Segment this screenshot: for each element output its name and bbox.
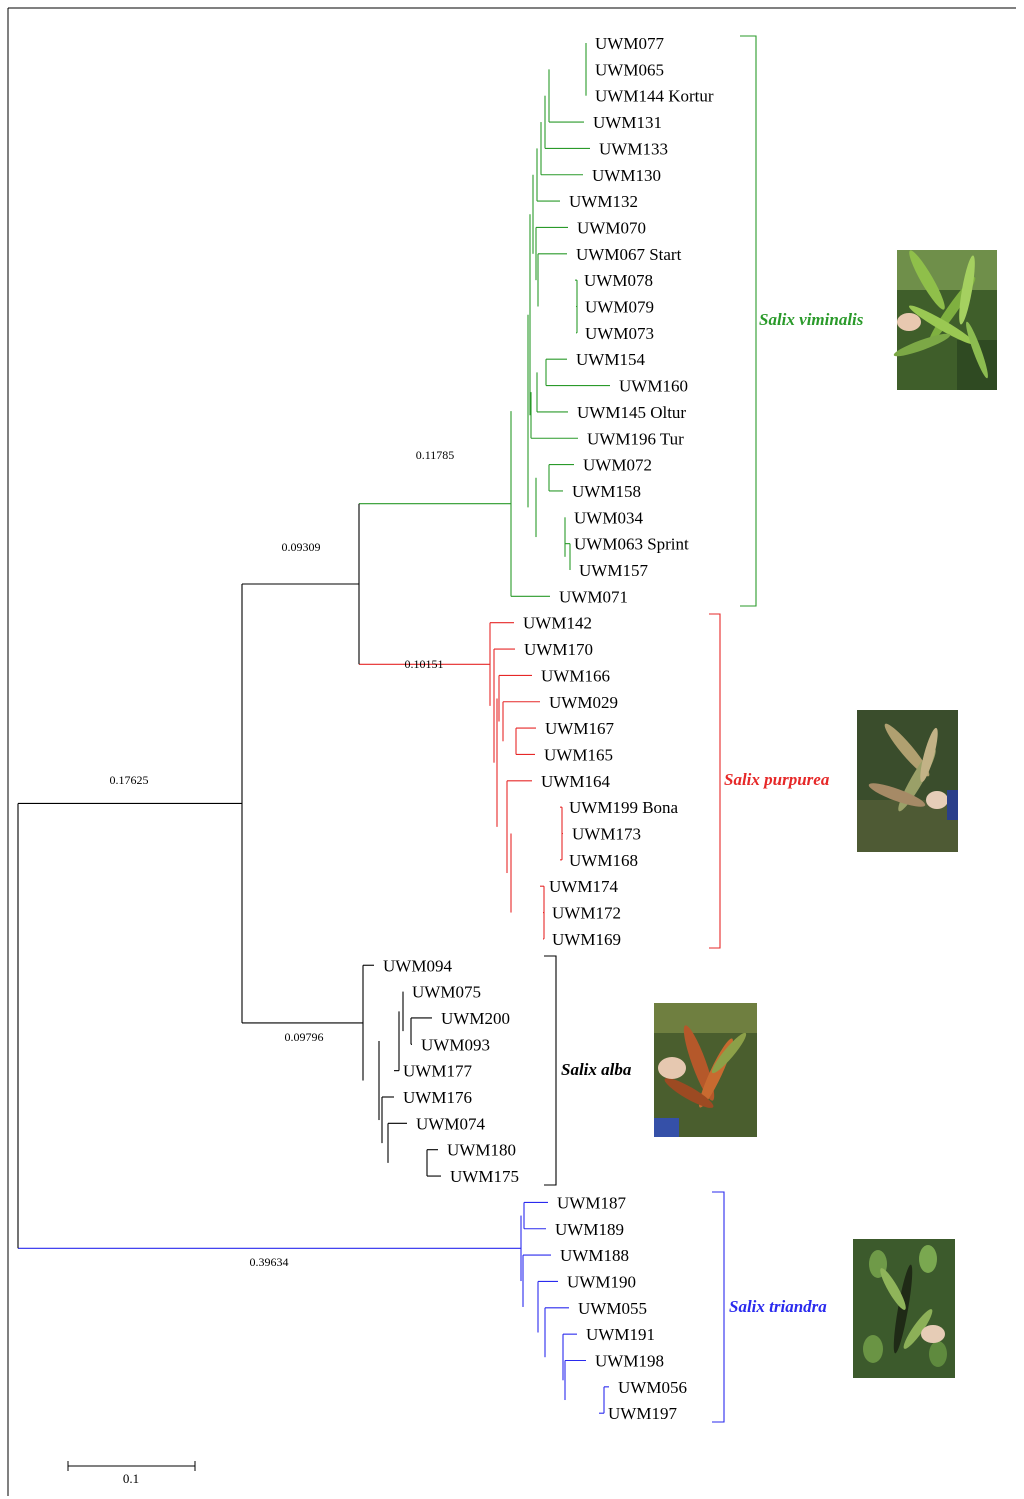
leaf-label: UWM144 Kortur bbox=[595, 87, 714, 106]
leaf-label: UWM199 Bona bbox=[569, 798, 679, 817]
leaf-label: UWM187 bbox=[557, 1193, 626, 1212]
leaf-label: UWM172 bbox=[552, 904, 621, 923]
leaf-label: UWM168 bbox=[569, 851, 638, 870]
leaf-label: UWM176 bbox=[403, 1088, 472, 1107]
salix-viminalis-leaf-photo bbox=[893, 250, 997, 390]
leaf-label: UWM094 bbox=[383, 956, 452, 975]
leaf-label: UWM177 bbox=[403, 1062, 472, 1081]
leaf-label: UWM169 bbox=[552, 930, 621, 949]
leaf-label: UWM197 bbox=[608, 1404, 677, 1423]
clade-name-triandra: Salix triandra bbox=[729, 1297, 827, 1316]
leaf-label: UWM130 bbox=[592, 166, 661, 185]
leaf-label: UWM132 bbox=[569, 192, 638, 211]
salix-purpurea-leaf-photo bbox=[857, 710, 958, 852]
leaf-label: UWM093 bbox=[421, 1035, 490, 1054]
leaf-label: UWM133 bbox=[599, 139, 668, 158]
leaf-label: UWM174 bbox=[549, 877, 618, 896]
leaf-label: UWM167 bbox=[545, 719, 614, 738]
leaf-label: UWM160 bbox=[619, 377, 688, 396]
leaf-label: UWM074 bbox=[416, 1114, 485, 1133]
clade-bracket-alba bbox=[544, 955, 557, 1186]
leaf-label: UWM065 bbox=[595, 60, 664, 79]
leaf-label: UWM196 Tur bbox=[587, 429, 684, 448]
branch-length-alba: 0.09796 bbox=[285, 1030, 324, 1044]
leaf-label: UWM164 bbox=[541, 772, 610, 791]
leaf-label: UWM071 bbox=[559, 587, 628, 606]
leaf-label: UWM079 bbox=[585, 298, 654, 317]
leaf-label: UWM142 bbox=[523, 614, 592, 633]
leaf-label: UWM145 Oltur bbox=[577, 403, 686, 422]
branch-length-triandra: 0.39634 bbox=[250, 1255, 289, 1269]
leaf-label: UWM165 bbox=[544, 745, 613, 764]
leaf-label: UWM157 bbox=[579, 561, 648, 580]
leaf-label: UWM067 Start bbox=[576, 245, 682, 264]
leaf-label: UWM034 bbox=[574, 508, 643, 527]
leaf-label: UWM190 bbox=[567, 1272, 636, 1291]
leaf-label: UWM198 bbox=[595, 1352, 664, 1371]
branch-length-viminalis-purpurea: 0.09309 bbox=[282, 540, 321, 554]
leaf-label: UWM072 bbox=[583, 456, 652, 475]
leaf-label: UWM078 bbox=[584, 271, 653, 290]
leaf-label: UWM154 bbox=[576, 350, 645, 369]
leaf-label: UWM189 bbox=[555, 1220, 624, 1239]
branch-length-viminalis: 0.11785 bbox=[416, 448, 455, 462]
leaf-label: UWM158 bbox=[572, 482, 641, 501]
salix-alba-leaf-photo bbox=[654, 1003, 757, 1137]
tree-branches bbox=[17, 43, 610, 1414]
leaf-label: UWM191 bbox=[586, 1325, 655, 1344]
leaf-label: UWM175 bbox=[450, 1167, 519, 1186]
leaf-label: UWM055 bbox=[578, 1299, 647, 1318]
leaf-label: UWM180 bbox=[447, 1141, 516, 1160]
branch-length-ingroup: 0.17625 bbox=[110, 773, 149, 787]
leaf-label: UWM200 bbox=[441, 1009, 510, 1028]
leaf-label: UWM063 Sprint bbox=[574, 535, 689, 554]
clade-name-alba: Salix alba bbox=[561, 1060, 632, 1079]
leaf-label: UWM056 bbox=[618, 1378, 687, 1397]
scale-bar: 0.1 bbox=[67, 1461, 196, 1486]
leaf-label: UWM170 bbox=[524, 640, 593, 659]
leaf-label: UWM173 bbox=[572, 825, 641, 844]
clade-bracket-purpurea bbox=[709, 613, 721, 949]
leaf-label: UWM166 bbox=[541, 666, 610, 685]
clade-name-purpurea: Salix purpurea bbox=[724, 770, 830, 789]
clade-bracket-viminalis bbox=[740, 35, 757, 607]
leaf-label: UWM131 bbox=[593, 113, 662, 132]
leaf-label: UWM075 bbox=[412, 983, 481, 1002]
clade-bracket-triandra bbox=[712, 1191, 725, 1423]
leaf-label: UWM077 bbox=[595, 34, 664, 53]
branch-length-purpurea: 0.10151 bbox=[405, 657, 444, 671]
leaf-label: UWM070 bbox=[577, 218, 646, 237]
clade-name-viminalis: Salix viminalis bbox=[759, 310, 864, 329]
salix-triandra-leaf-photo bbox=[853, 1239, 955, 1378]
leaf-label: UWM188 bbox=[560, 1246, 629, 1265]
leaf-label: UWM073 bbox=[585, 324, 654, 343]
leaf-label: UWM029 bbox=[549, 693, 618, 712]
scale-bar-label: 0.1 bbox=[123, 1471, 139, 1486]
